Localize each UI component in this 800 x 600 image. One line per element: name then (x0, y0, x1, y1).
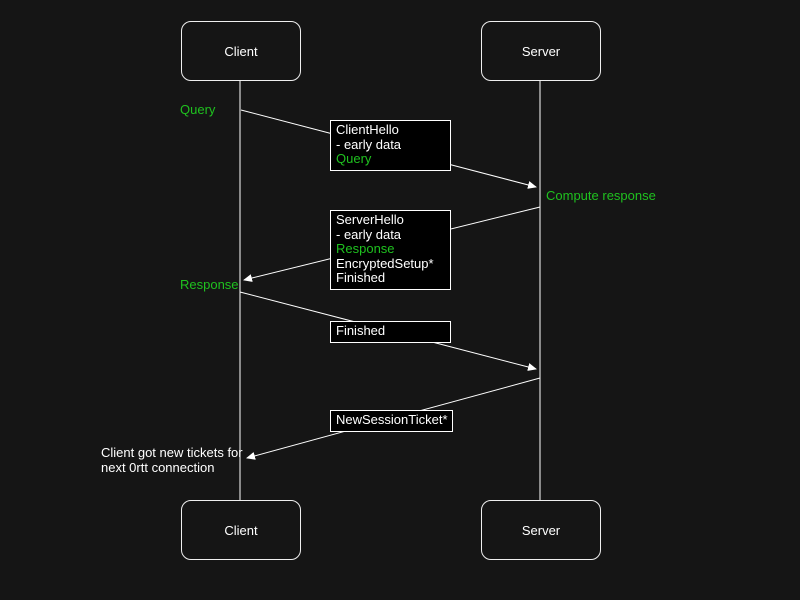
message-finished: Finished (330, 321, 451, 343)
message-line: Finished (336, 270, 386, 285)
actor-server-top: Server (481, 21, 601, 81)
message-line: EncryptedSetup* (336, 255, 434, 271)
message-line: ServerHello (336, 212, 404, 227)
actor-server-bottom: Server (481, 500, 601, 560)
message-line: - early data (336, 226, 402, 242)
message-line: NewSessionTicket* (336, 412, 448, 427)
actor-client-bottom-label: Client (224, 522, 258, 538)
actor-client-bottom: Client (181, 500, 301, 560)
tickets-note-line2: next 0rtt connection (101, 460, 215, 475)
actor-server-top-label: Server (521, 43, 561, 59)
message-line: Query (336, 151, 372, 166)
message-clienthello: ClientHello - early data Query (330, 120, 451, 171)
actor-client-top-label: Client (224, 43, 258, 59)
message-serverhello: ServerHello - early data Response Encryp… (330, 210, 451, 290)
response-label: Response (180, 277, 239, 292)
message-line: Response (336, 241, 395, 256)
compute-response-label: Compute response (546, 188, 656, 203)
message-newsessionticket: NewSessionTicket* (330, 410, 453, 432)
message-line: ClientHello (336, 122, 399, 137)
message-line: - early data (336, 136, 402, 152)
actor-client-top: Client (181, 21, 301, 81)
tickets-note-line1: Client got new tickets for (101, 445, 243, 460)
tickets-note: Client got new tickets for next 0rtt con… (101, 445, 243, 475)
query-label: Query (180, 102, 216, 117)
message-line: Finished (336, 323, 386, 338)
actor-server-bottom-label: Server (521, 522, 561, 538)
